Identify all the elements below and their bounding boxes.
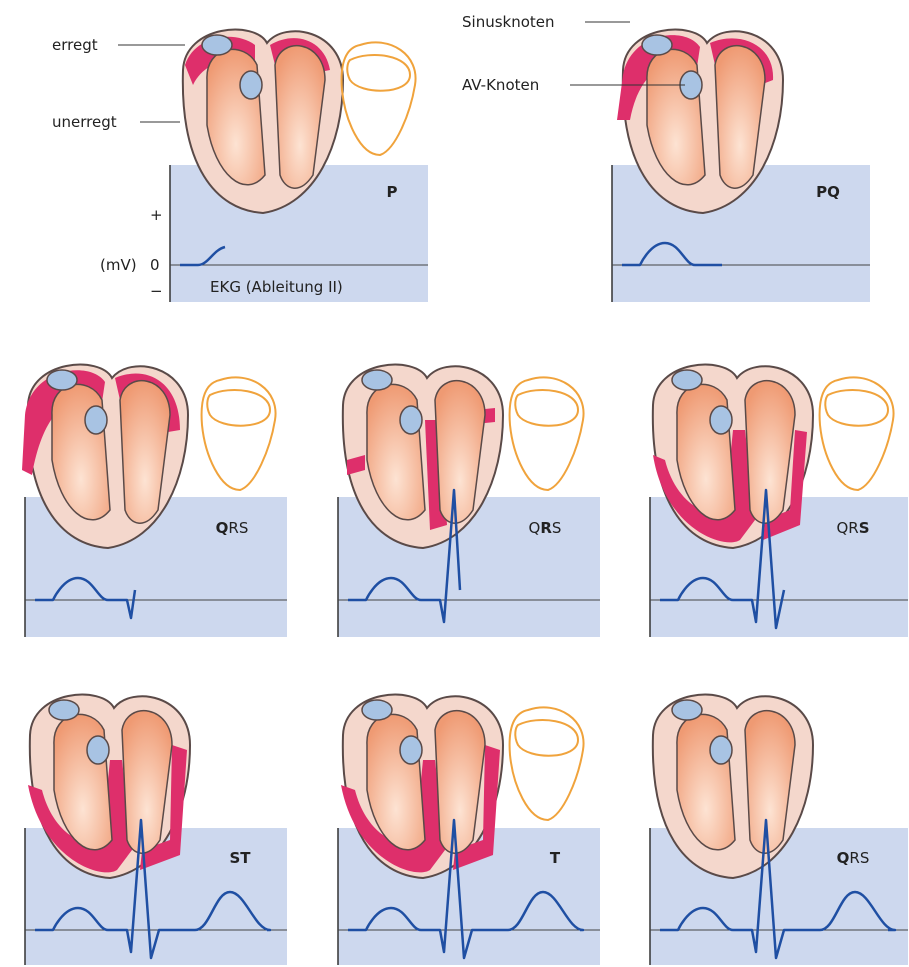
stage-label-part: ST bbox=[229, 849, 251, 867]
av-node bbox=[240, 71, 262, 99]
stage-label-part: Q bbox=[529, 519, 541, 537]
sinus-node bbox=[672, 700, 702, 720]
stage-pq: PQ bbox=[612, 30, 870, 302]
stage-label-part: Q bbox=[837, 849, 850, 867]
loop-inner bbox=[347, 55, 410, 91]
loop-inner bbox=[515, 390, 578, 426]
axis-unit: (mV) bbox=[100, 256, 137, 274]
loop-inner bbox=[825, 390, 888, 426]
stage-qrs3: QRS bbox=[650, 365, 908, 637]
stage-qrs1: QRS bbox=[22, 365, 287, 637]
stage-label: PQ bbox=[816, 183, 840, 201]
stage-label-part: S bbox=[859, 519, 870, 537]
sinus-node bbox=[672, 370, 702, 390]
stage-label-part: PQ bbox=[816, 183, 840, 201]
av-node bbox=[710, 406, 732, 434]
stage-label-part: P bbox=[387, 183, 398, 201]
stage-p: P bbox=[170, 30, 428, 302]
stage-t: T bbox=[338, 695, 600, 965]
stage-label-part: QR bbox=[836, 519, 858, 537]
sinus-node bbox=[642, 35, 672, 55]
vector-loop bbox=[510, 377, 584, 490]
label-erregt: erregt bbox=[52, 36, 98, 54]
stage-label-part: RS bbox=[849, 849, 869, 867]
stage-st: ST bbox=[25, 695, 287, 965]
stage-label: QRS bbox=[836, 519, 869, 537]
stage-label-part: Q bbox=[216, 519, 229, 537]
sinus-node bbox=[47, 370, 77, 390]
stage-qrs2: QRS bbox=[338, 365, 600, 637]
av-node bbox=[85, 406, 107, 434]
stage-label: P bbox=[387, 183, 398, 201]
sinus-node bbox=[362, 700, 392, 720]
axis-minus: − bbox=[150, 282, 163, 300]
av-node bbox=[710, 736, 732, 764]
stage-label: QRS bbox=[529, 519, 562, 537]
av-node bbox=[400, 736, 422, 764]
stage-label: QRS bbox=[216, 519, 249, 537]
label-av-knoten: AV-Knoten bbox=[462, 76, 539, 94]
vector-loop bbox=[342, 42, 416, 155]
lead-label: EKG (Ableitung II) bbox=[210, 278, 343, 296]
axis-zero: 0 bbox=[150, 256, 160, 274]
label-unerregt: unerregt bbox=[52, 113, 117, 131]
stage-label: ST bbox=[229, 849, 251, 867]
stage-label-part: R bbox=[540, 519, 552, 537]
sinus-node bbox=[202, 35, 232, 55]
stage-end: QRS bbox=[650, 695, 908, 965]
sinus-node bbox=[362, 370, 392, 390]
stage-label: T bbox=[550, 849, 561, 867]
loop-inner bbox=[207, 390, 270, 426]
label-sinusknoten: Sinusknoten bbox=[462, 13, 555, 31]
loop-inner bbox=[515, 720, 578, 756]
stage-label: QRS bbox=[837, 849, 870, 867]
stage-label-part: S bbox=[552, 519, 562, 537]
stage-label-part: RS bbox=[228, 519, 248, 537]
axis-plus: + bbox=[150, 206, 163, 224]
vector-loop bbox=[820, 377, 894, 490]
av-node bbox=[400, 406, 422, 434]
vector-loop bbox=[510, 707, 584, 820]
vector-loop bbox=[202, 377, 276, 490]
sinus-node bbox=[49, 700, 79, 720]
stage-label-part: T bbox=[550, 849, 561, 867]
av-node bbox=[87, 736, 109, 764]
